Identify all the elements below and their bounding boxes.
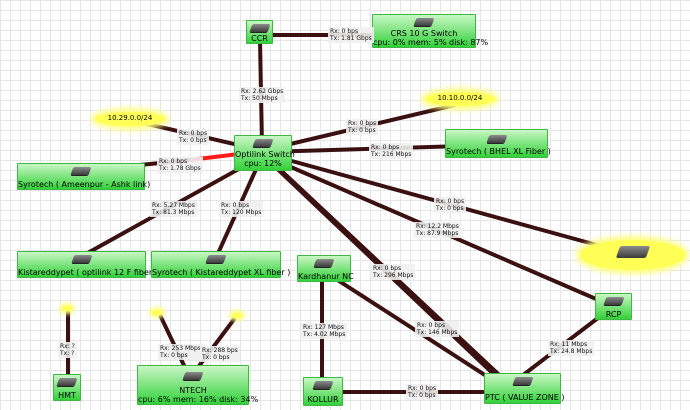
traffic-label-kardhanur-kollur: Rx: 127 Mbps Tx: 4.02 Mbps: [301, 323, 348, 339]
node-syrotech-kistareddypet[interactable]: Syrotech ( Kistareddypet XL fiber ): [151, 251, 291, 278]
cloud-10-10[interactable]: 10.10.0.0/24: [425, 92, 495, 106]
traffic-label-cloud3-optilink: Rx: 0 bps Tx: 0 bps: [434, 197, 467, 213]
traffic-label-ccr-crs: Rx: 0 bps Tx: 1.81 Gbps: [328, 27, 374, 43]
node-label: NTECH: [179, 386, 207, 395]
cloud-label: 10.29.0.0/24: [107, 114, 153, 122]
node-rcp[interactable]: RCP: [595, 293, 632, 320]
node-label: Syrotech ( Ameenpur - Ashk link): [18, 180, 151, 189]
traffic-label-rcp-optilink: Rx: 12.2 Mbps Tx: 87.9 Mbps: [414, 222, 461, 238]
node-label: HMT: [58, 391, 76, 400]
node-label: KOLLUR: [307, 395, 339, 404]
link-kardhanur-ptc[interactable]: [320, 268, 507, 390]
node-kardhanur-nc[interactable]: Kardhanur NC: [297, 255, 354, 282]
switch-icon: [603, 297, 624, 305]
traffic-label-ameenpur-optilink: Rx: 0 bps Tx: 1.78 Gbps: [157, 157, 203, 173]
traffic-label-ptc-rcp: Rx: 11 Mbps Tx: 24.8 Mbps: [548, 340, 595, 356]
node-stats: cpu: 6% mem: 16% disk: 34%: [138, 395, 259, 404]
traffic-label-hmt: Rx: ? Tx: ?: [58, 342, 77, 358]
traffic-label-ntech-b: Rx: 288 bps Tx: 0 bps: [200, 346, 240, 362]
cloud-10-29[interactable]: 10.29.0.0/24: [95, 112, 165, 126]
switch-icon: [312, 381, 334, 389]
traffic-label-ptc-optilink: Rx: 0 bps Tx: 296 Mbps: [371, 264, 416, 280]
traffic-label-kollur-ptc: Rx: 0 bps Tx: 0 bps: [406, 384, 439, 400]
node-hmt[interactable]: HMT: [53, 374, 81, 401]
node-kollur[interactable]: KOLLUR: [303, 377, 343, 406]
switch-icon: [70, 167, 92, 175]
traffic-label-cloud1-optilink: Rx: 0 bps Tx: 0 bps: [177, 129, 210, 145]
switch-icon: [56, 378, 78, 386]
router-icon: [615, 246, 651, 258]
node-ptc-value-zone[interactable]: PTC ( VALUE ZONE ): [484, 373, 565, 404]
node-syrotech-ameenpur[interactable]: Syrotech ( Ameenpur - Ashk link): [17, 163, 151, 190]
switch-icon: [205, 255, 227, 263]
node-ccr[interactable]: CCR: [246, 20, 273, 44]
node-label: PTC ( VALUE ZONE ): [485, 393, 565, 402]
node-syrotech-bhel[interactable]: Syrotech ( BHEL XL Fiber ): [445, 129, 551, 158]
node-label: CRS 10 G Switch: [390, 29, 458, 38]
switch-icon: [252, 139, 274, 147]
switch-icon: [313, 259, 335, 267]
node-ntech[interactable]: NTECH cpu: 6% mem: 16% disk: 34%: [137, 365, 259, 405]
node-crs-10g-switch[interactable]: CRS 10 G Switch cpu: 0% mem: 5% disk: 87…: [372, 14, 489, 48]
node-stats: cpu: 12%: [244, 159, 282, 168]
node-label: Kardhanur NC: [298, 272, 354, 281]
node-label: RCP: [605, 310, 622, 319]
switch-icon: [512, 377, 533, 385]
ntech-uplink-indicator-b: [232, 313, 242, 318]
traffic-label-ntech-a: Rx: 253 Mbps Tx: 0 bps: [158, 344, 203, 360]
traffic-label-bhel-optilink: Rx: 0 bps Tx: 216 Mbps: [369, 143, 414, 159]
node-label: Optilink Switch: [235, 150, 295, 159]
switch-icon: [71, 255, 92, 263]
traffic-label-cloud2-optilink: Rx: 0 bps Tx: 0 bps: [346, 119, 379, 135]
switch-icon: [249, 24, 270, 32]
hmt-uplink-indicator: [62, 306, 72, 311]
traffic-label-syrokista-optilink: Rx: 0 bps Tx: 120 Mbps: [219, 201, 264, 217]
node-optilink-switch[interactable]: Optilink Switch cpu: 12%: [234, 135, 295, 171]
switch-icon: [413, 18, 435, 26]
switch-icon: [182, 372, 204, 380]
node-label: Syrotech ( Kistareddypet XL fiber ): [152, 268, 291, 277]
switch-icon: [486, 135, 507, 143]
node-label: Syrotech ( BHEL XL Fiber ): [446, 147, 551, 156]
node-stats: cpu: 0% mem: 5% disk: 87%: [373, 38, 489, 47]
traffic-label-ccr-optilink: Rx: 2.62 Gbps Tx: 50 Mbps: [239, 87, 286, 103]
cloud-label: 10.10.0.0/24: [437, 94, 483, 102]
node-kistareddypet-optilink[interactable]: Kistareddypet ( optilink 12 F fiber ): [17, 251, 158, 278]
node-label: CCR: [251, 34, 268, 43]
traffic-label-kardhanur-ptc: Rx: 0 bps Tx: 146 Mbps: [415, 321, 460, 337]
ntech-uplink-indicator-a: [152, 310, 162, 315]
node-label: Kistareddypet ( optilink 12 F fiber ): [18, 268, 158, 277]
traffic-label-kistaopt-optilink: Rx: 5.27 Mbps Tx: 81.3 Mbps: [150, 201, 197, 217]
cloud-unnamed[interactable]: [580, 240, 685, 270]
